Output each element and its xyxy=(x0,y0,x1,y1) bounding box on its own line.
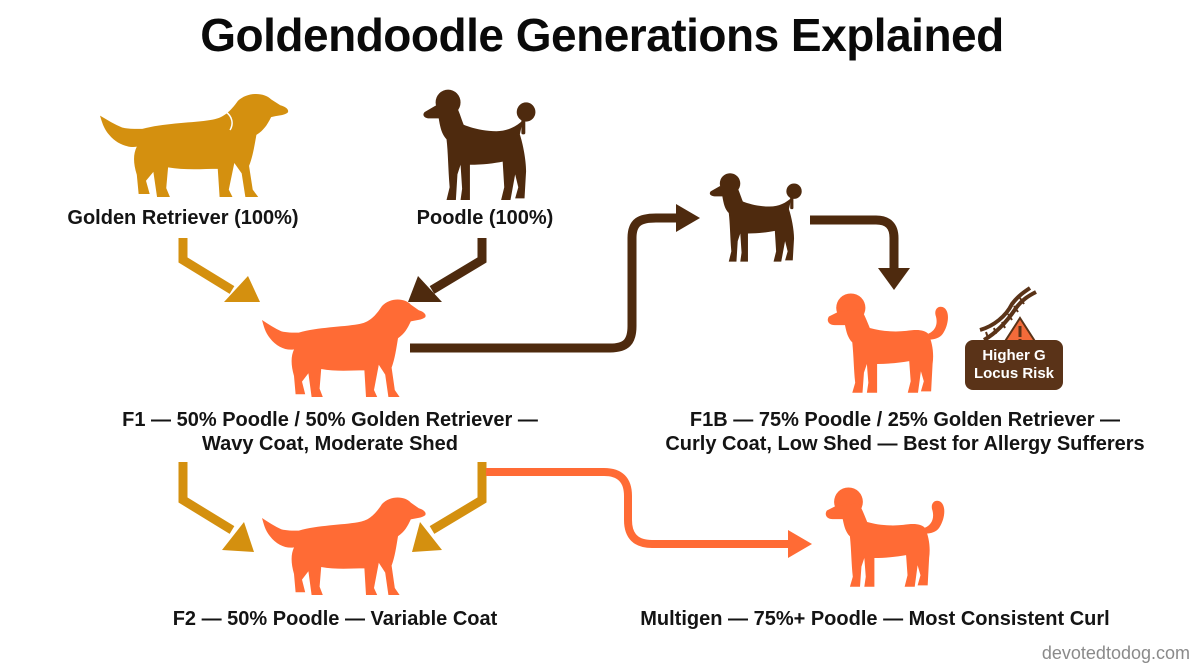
f1b-label-line1: F1B — 75% Poodle / 25% Golden Retriever … xyxy=(689,409,1121,431)
f1b-label-line2: Curly Coat, Low Shed — Best for Allergy … xyxy=(665,433,1145,455)
badge-line1: Higher G xyxy=(982,347,1046,364)
golden-retriever-silhouette xyxy=(100,93,289,197)
golden-retriever-label: Golden Retriever (100%) xyxy=(67,207,299,229)
f1-to-multigen-arrow xyxy=(486,468,812,558)
f1b-goldendoodle-silhouette xyxy=(827,293,948,393)
watermark: devotedtodog.com xyxy=(1041,643,1190,663)
f1-to-f2-right-arrow xyxy=(412,462,487,552)
f1-label-line1: F1 — 50% Poodle / 50% Golden Retriever — xyxy=(122,409,538,431)
f1-label-line2: Wavy Coat, Moderate Shed xyxy=(202,433,458,455)
dna-icon xyxy=(979,286,1037,342)
f2-label: F2 — 50% Poodle — Variable Coat xyxy=(172,608,498,630)
f1-to-f2-left-arrow xyxy=(178,462,254,552)
backcross-to-f1b-arrow xyxy=(810,215,910,290)
page-title: Goldendoodle Generations Explained xyxy=(200,9,1004,61)
f2-goldendoodle-silhouette xyxy=(262,497,426,595)
golden-to-f1-arrow xyxy=(178,238,260,302)
g-locus-risk-badge: Higher G Locus Risk xyxy=(965,340,1063,390)
poodle-backcross-silhouette xyxy=(709,173,802,262)
badge-line2: Locus Risk xyxy=(973,365,1055,382)
poodle-to-f1-arrow xyxy=(408,238,487,302)
f1-label: F1 — 50% Poodle / 50% Golden Retriever —… xyxy=(90,408,570,456)
f1-to-backcross-arrow xyxy=(410,204,700,353)
multigen-label: Multigen — 75%+ Poodle — Most Consistent… xyxy=(640,608,1110,630)
multigen-goldendoodle-silhouette xyxy=(825,487,945,587)
poodle-label: Poodle (100%) xyxy=(416,207,554,229)
f1-goldendoodle-silhouette xyxy=(262,299,426,397)
poodle-silhouette xyxy=(423,89,536,200)
f1b-label: F1B — 75% Poodle / 25% Golden Retriever … xyxy=(650,408,1160,456)
